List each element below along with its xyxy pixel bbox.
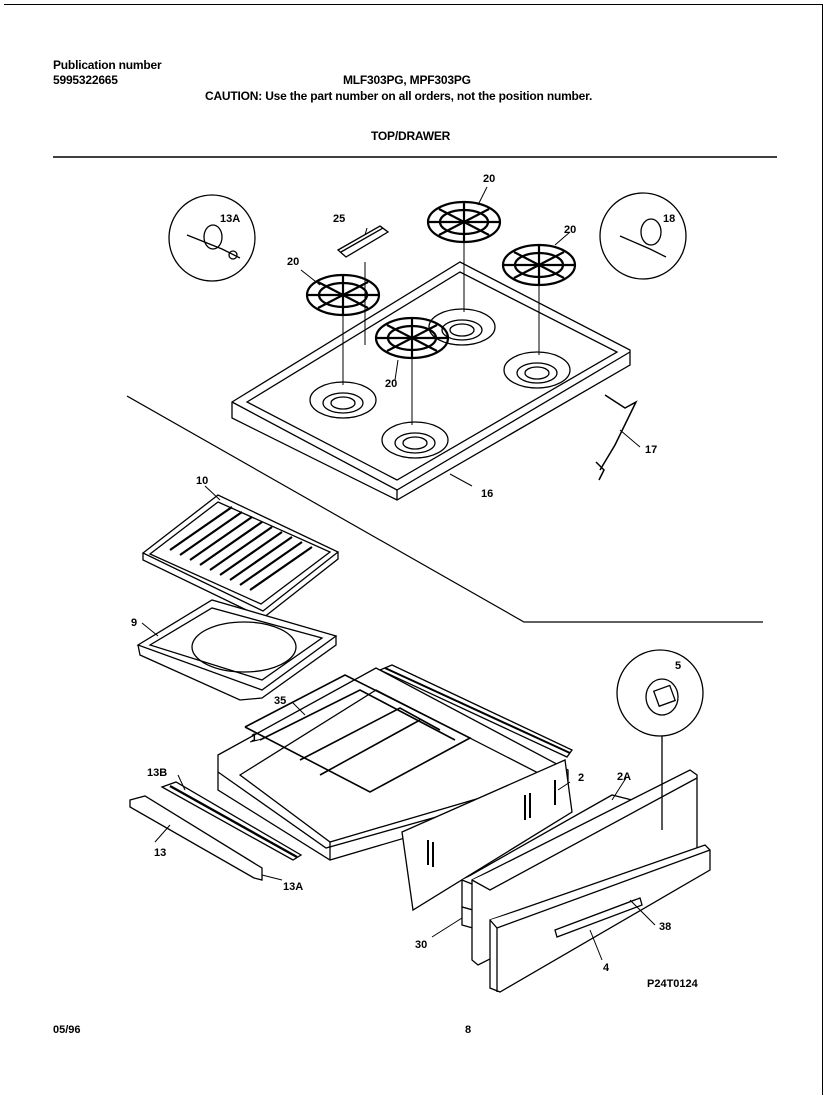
callout-13: 13	[154, 847, 166, 859]
caution-note: CAUTION: Use the part number on all orde…	[205, 89, 593, 103]
section-divider-line	[126, 395, 763, 623]
callout-30: 30	[415, 939, 427, 951]
callout-17: 17	[645, 444, 657, 456]
callout-18: 18	[663, 213, 675, 225]
callout-20-left: 20	[287, 256, 299, 268]
drawer-rail-top	[378, 664, 573, 758]
callout-2A: 2A	[617, 771, 631, 783]
callout-20-center: 20	[385, 378, 397, 390]
publication-number: 5995322665	[53, 73, 118, 87]
callout-38: 38	[659, 921, 671, 933]
callout-4: 4	[603, 962, 610, 974]
part-17-rod	[595, 394, 638, 481]
callout-20-right: 20	[564, 224, 576, 236]
callout-20-back: 20	[483, 173, 495, 185]
broiler-pan-9	[136, 599, 338, 701]
callout-leaders	[141, 186, 656, 961]
grate-drop-lines	[342, 242, 540, 425]
callout-13A-top: 13A	[220, 213, 240, 225]
footer-date: 05/96	[53, 1024, 81, 1036]
callout-2: 2	[578, 772, 584, 784]
drawer-rail-13B	[160, 781, 303, 861]
burner-grate-20-left	[305, 273, 381, 317]
burner-well-front-center	[381, 421, 449, 459]
broiler-rack-35	[244, 674, 472, 793]
burner-well-right	[503, 351, 571, 389]
callout-10: 10	[196, 475, 208, 487]
drawing-code: P24T0124	[647, 978, 698, 990]
part-25-bracket	[336, 225, 390, 258]
section-title: TOP/DRAWER	[371, 129, 451, 143]
callout-5: 5	[675, 660, 681, 672]
callout-25: 25	[333, 213, 345, 225]
detail-circle-5	[616, 649, 704, 830]
callout-16: 16	[481, 488, 493, 500]
burner-grate-20-back	[426, 200, 502, 244]
callout-13A-bottom: 13A	[283, 881, 303, 893]
burner-well-back-center	[428, 308, 496, 346]
callout-1: 1	[251, 732, 257, 744]
page-number: 8	[465, 1024, 472, 1036]
publication-label: Publication number	[53, 58, 162, 72]
cooktop-16	[231, 261, 631, 501]
callout-13B: 13B	[147, 767, 167, 779]
callout-9: 9	[131, 617, 137, 629]
detail-circle-18A	[168, 194, 256, 282]
drawer-front-4	[489, 844, 711, 993]
burner-grate-20-right	[501, 243, 577, 287]
burner-grate-20-center	[374, 316, 450, 360]
broiler-pan-insert-10	[141, 494, 340, 619]
detail-circle-18	[599, 192, 687, 280]
drawer-side-panel-2	[401, 759, 573, 912]
drawer-rail-13	[129, 795, 263, 881]
callout-35: 35	[274, 695, 286, 707]
page-frame	[4, 4, 823, 1095]
model-numbers: MLF303PG, MPF303PG	[343, 73, 471, 87]
